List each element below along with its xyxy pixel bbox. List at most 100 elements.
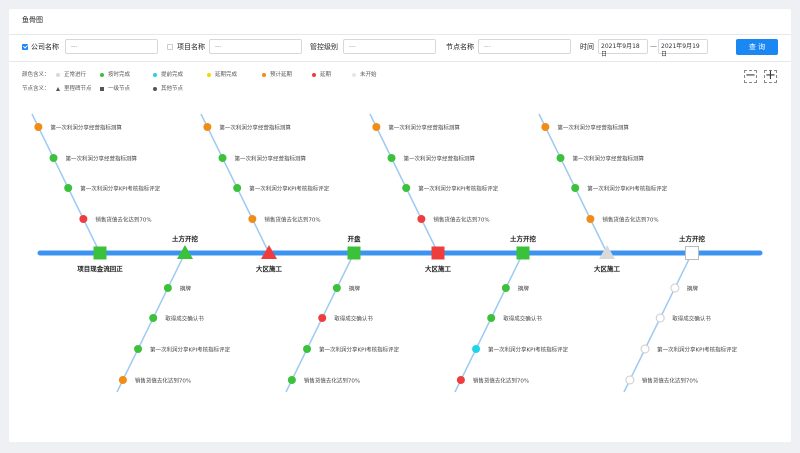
bone-node-dot[interactable]	[287, 376, 296, 384]
legend-dot-icon	[352, 72, 356, 77]
circle-icon	[153, 86, 157, 91]
bone-node-label: 第一次利润分享经营指标测算	[557, 124, 629, 132]
bone-node-dot[interactable]	[134, 345, 143, 353]
bone-node-label: 第一次利润分享经营指标测算	[50, 124, 122, 132]
legend-color-item: 提前完成	[153, 70, 183, 78]
lower-bone-line	[623, 252, 693, 393]
bone-node-dot[interactable]	[372, 123, 381, 131]
node-label: 节点名称	[446, 43, 474, 51]
bone-node-dot[interactable]	[417, 215, 426, 223]
legend-node-item: 其他节点	[153, 84, 183, 92]
bone-node-dot[interactable]	[34, 123, 43, 131]
bone-node-dot[interactable]	[640, 344, 650, 354]
legend-node-label: 一级节点	[108, 86, 131, 92]
milestone-square-node[interactable]	[431, 246, 445, 260]
bone-node-dot[interactable]	[556, 154, 565, 162]
color-legend-title: 颜色含义：	[22, 72, 50, 78]
bone-node-dot[interactable]	[318, 314, 327, 322]
lower-bone-line	[285, 252, 355, 393]
legend-node-item: 里程碑节点	[56, 84, 92, 92]
end-date-field[interactable]: 2021年9月19日	[658, 39, 708, 58]
legend-dot-icon	[207, 72, 211, 77]
bone-node-label: 第一次利润分享KPI考核指标评定	[80, 185, 161, 193]
milestone-label: 大区施工	[425, 264, 452, 273]
legend-color-label: 未开始	[360, 72, 377, 78]
bone-node-dot[interactable]	[586, 215, 595, 223]
milestone-square-node[interactable]	[516, 246, 530, 260]
level-select[interactable]: ---	[343, 39, 436, 54]
node-input[interactable]: ---	[478, 39, 571, 54]
bone-node-dot[interactable]	[402, 184, 411, 192]
milestone-triangle-node[interactable]	[177, 245, 193, 259]
bone-node-dot[interactable]	[487, 314, 496, 322]
node-legend-title: 节点含义：	[22, 86, 50, 92]
milestone-label: 土方开挖	[679, 234, 706, 243]
bone-node-dot[interactable]	[670, 283, 680, 293]
company-checkbox[interactable]	[22, 44, 28, 50]
bone-node-dot[interactable]	[387, 154, 396, 162]
header-divider	[9, 34, 791, 35]
legend-color-item: 延期完成	[207, 70, 237, 78]
company-label: 公司名称	[31, 43, 59, 51]
bone-node-label: 摘牌	[518, 285, 530, 293]
bone-node-dot[interactable]	[655, 313, 665, 323]
bone-node-dot[interactable]	[149, 314, 158, 322]
bone-node-dot[interactable]	[248, 215, 257, 223]
project-input[interactable]: ---	[209, 39, 302, 54]
bone-node-dot[interactable]	[118, 376, 127, 384]
company-input[interactable]: ---	[65, 39, 158, 54]
bone-node-dot[interactable]	[625, 375, 635, 385]
bone-node-label: 销售货值去化达到70%	[304, 377, 360, 385]
bone-node-dot[interactable]	[203, 123, 212, 131]
bone-node-dot[interactable]	[472, 345, 481, 353]
bone-node-label: 销售货值去化达到70%	[95, 216, 151, 224]
legend-node-label: 其他节点	[161, 86, 184, 92]
bone-node-label: 取得成交确认书	[503, 315, 542, 323]
milestone-square-node[interactable]	[347, 246, 361, 260]
bone-node-label: 取得成交确认书	[165, 315, 204, 323]
bone-node-label: 取得成交确认书	[672, 315, 711, 323]
bone-node-dot[interactable]	[49, 154, 58, 162]
legend-dot-icon	[262, 72, 266, 77]
milestone-square-node[interactable]	[93, 246, 107, 260]
milestone-square-node[interactable]	[685, 246, 699, 260]
zoom-out-button[interactable]: −	[744, 68, 757, 83]
project-label: 项目名称	[177, 43, 205, 51]
level-label: 管控级别	[310, 43, 338, 51]
legend-color-item: 按时完成	[100, 70, 130, 78]
legend-color-item: 未开始	[352, 70, 377, 78]
legend-dot-icon	[312, 72, 316, 77]
milestone-triangle-node[interactable]	[261, 245, 277, 259]
bone-node-label: 第一次利润分享经营指标测算	[573, 155, 645, 163]
bone-node-dot[interactable]	[64, 184, 73, 192]
bone-node-label: 摘牌	[349, 285, 361, 293]
bone-node-label: 第一次利润分享KPI考核指标评定	[249, 185, 330, 193]
legend-node-item: 一级节点	[100, 84, 130, 92]
query-button[interactable]: 查 询	[736, 39, 778, 55]
bone-node-dot[interactable]	[332, 284, 341, 292]
bone-node-dot[interactable]	[456, 376, 465, 384]
milestone-triangle-node[interactable]	[599, 245, 615, 259]
bone-node-dot[interactable]	[218, 154, 227, 162]
bone-node-label: 取得成交确认书	[334, 315, 373, 323]
triangle-icon	[56, 86, 60, 91]
start-date-field[interactable]: 2021年9月18日	[598, 39, 648, 58]
legend-color-item: 延期	[312, 70, 331, 78]
milestone-label: 大区施工	[256, 264, 283, 273]
bone-node-label: 第一次利润分享KPI考核指标评定	[488, 346, 569, 354]
bone-node-label: 销售货值去化达到70%	[264, 216, 320, 224]
zoom-in-button[interactable]: +	[764, 68, 777, 83]
date-separator: —	[650, 42, 657, 50]
bone-node-dot[interactable]	[303, 345, 312, 353]
bone-node-dot[interactable]	[163, 284, 172, 292]
bone-node-dot[interactable]	[541, 123, 550, 131]
bone-node-dot[interactable]	[501, 284, 510, 292]
bone-node-label: 第一次利润分享KPI考核指标评定	[587, 185, 668, 193]
legend-color-label: 延期	[320, 72, 332, 78]
bone-node-dot[interactable]	[79, 215, 88, 223]
bone-node-dot[interactable]	[571, 184, 580, 192]
filter-divider	[9, 61, 791, 62]
bone-node-dot[interactable]	[233, 184, 242, 192]
upper-bone-line	[538, 113, 608, 254]
project-checkbox[interactable]	[167, 44, 173, 50]
